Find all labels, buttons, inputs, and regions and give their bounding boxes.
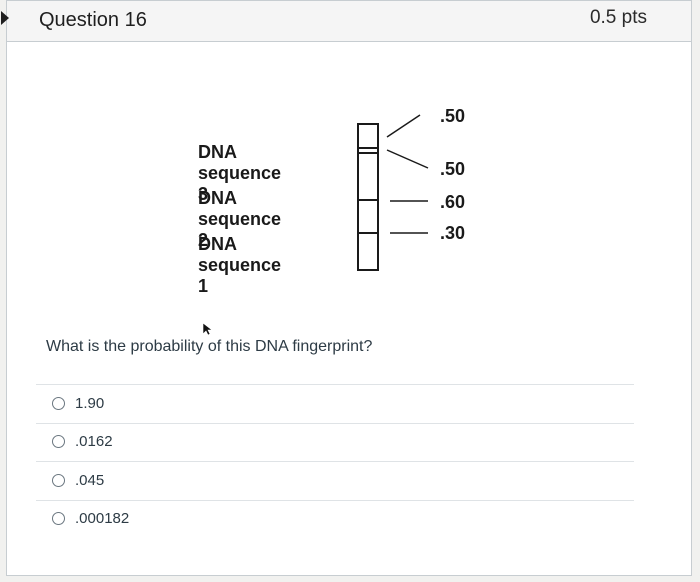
gel-lane <box>357 123 379 271</box>
question-header: Question 16 0.5 pts <box>1 1 691 42</box>
answer-option-3[interactable]: .045 <box>52 472 104 489</box>
answer-label: .0162 <box>75 433 113 450</box>
frequency-value-1: .50 <box>440 106 466 126</box>
answer-divider <box>36 461 634 462</box>
frequency-value-4: .30 <box>440 223 466 243</box>
pointer-line-2 <box>386 149 429 169</box>
current-question-marker <box>1 11 9 25</box>
answer-label: .045 <box>75 472 105 489</box>
frequency-value-3: .60 <box>440 192 466 212</box>
answer-option-1[interactable]: 1.90 <box>52 395 104 412</box>
answer-divider <box>36 384 634 385</box>
radio-button[interactable] <box>52 512 65 525</box>
mouse-cursor-icon <box>202 322 213 336</box>
sequence-label-1: DNA sequence 1 <box>198 234 282 296</box>
question-title: Question 16 <box>39 9 147 31</box>
radio-button[interactable] <box>52 397 65 410</box>
pointer-line-1 <box>386 114 421 138</box>
sequence-label-2: DNA sequence 2 <box>198 188 282 250</box>
frequency-value-2: .50 <box>440 159 466 179</box>
answer-divider <box>36 500 634 501</box>
radio-button[interactable] <box>52 435 65 448</box>
answer-label: 1.90 <box>75 395 105 412</box>
answer-option-4[interactable]: .000182 <box>52 510 129 527</box>
answer-label: .000182 <box>75 510 130 527</box>
answer-option-2[interactable]: .0162 <box>52 433 113 450</box>
question-card: Question 16 0.5 pts <box>1 0 692 576</box>
question-prompt: What is the probability of this DNA fing… <box>46 338 373 355</box>
sequence-label-3: DNA sequence 3 <box>198 142 282 204</box>
radio-button[interactable] <box>52 474 65 487</box>
answer-divider <box>36 423 634 424</box>
question-points: 0.5 pts <box>589 7 647 28</box>
